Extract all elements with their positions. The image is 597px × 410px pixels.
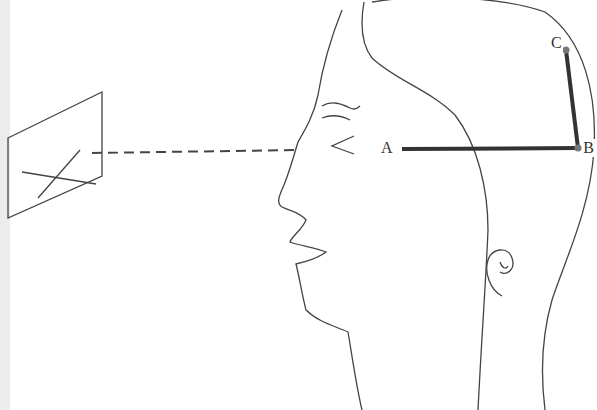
image-line	[38, 150, 80, 198]
eyebrow	[322, 103, 360, 109]
point-label: B	[582, 139, 595, 157]
head-outline	[372, 0, 594, 410]
point-label: A	[380, 139, 394, 157]
hairline	[362, 2, 488, 410]
axis-line	[566, 50, 578, 148]
image-line	[22, 172, 96, 184]
point-dot	[575, 145, 582, 152]
eyebrow	[322, 116, 350, 120]
face-profile	[279, 10, 362, 410]
eye	[332, 136, 354, 154]
axis-line	[402, 148, 578, 149]
picture-plane	[8, 92, 102, 218]
ear	[487, 250, 513, 296]
point-dot	[563, 47, 570, 54]
sight-line	[92, 150, 300, 153]
point-label: C	[550, 34, 563, 52]
